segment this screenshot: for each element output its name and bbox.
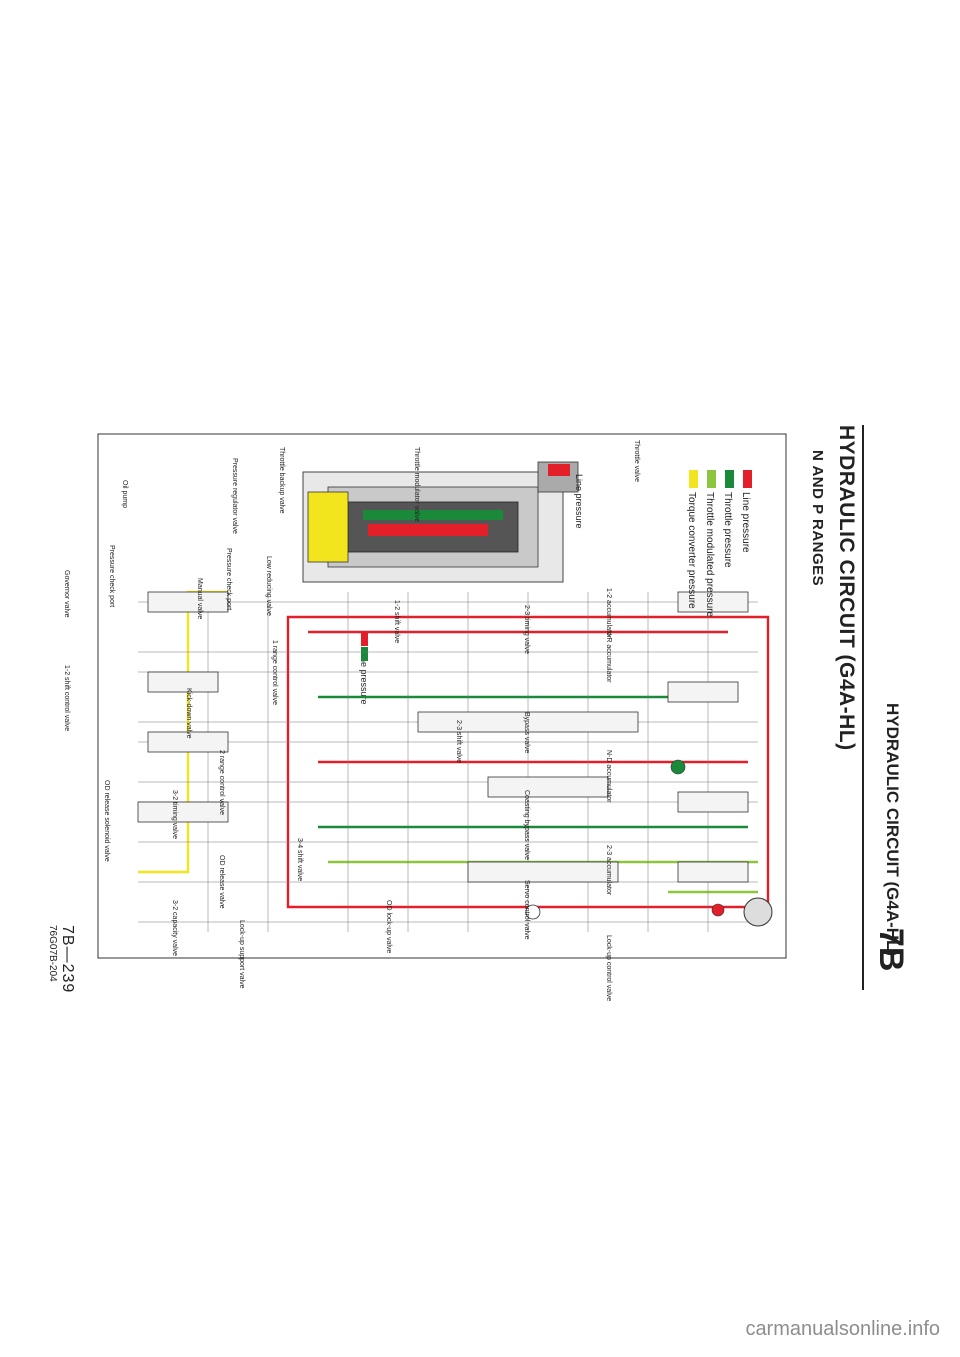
label-throttle-backup-valve: Throttle backup valve: [278, 447, 285, 514]
legend-swatch-line: [361, 632, 368, 646]
legend-torque-converter: Torque converter pressure: [686, 470, 698, 609]
label-2-3-timing-valve: 2-3 timing valve: [523, 605, 530, 655]
label-1-2-shift-control-valve: 1-2 shift control valve: [63, 665, 70, 732]
pressure-check-port-white: [525, 904, 541, 920]
label-lockup-support-valve: Lock-up support valve: [238, 920, 245, 989]
transmission-cutaway: [302, 461, 579, 583]
section-badge: 7B: [872, 928, 910, 972]
pressure-check-port-red: [711, 903, 725, 917]
watermark: carmanualsonline.info: [745, 1318, 940, 1340]
diagram-frame: [97, 433, 787, 959]
running-title: HYDRAULIC CIRCUIT (G4A-HL): [883, 703, 902, 957]
pressure-check-port-green: [670, 759, 686, 775]
label-kick-down-valve: Kick-down valve: [185, 688, 192, 739]
label-1-range-control-valve: 1 range control valve: [271, 640, 278, 705]
oil-pump: [743, 897, 773, 927]
label-n-d-accumulator: N-D accumulator: [605, 750, 612, 803]
label-governor-valve: Governor valve: [63, 570, 70, 618]
header-rule: [862, 425, 864, 990]
pressure-lines: [138, 590, 770, 909]
label-oil-pump: Oil pump: [121, 480, 128, 509]
legend-throttle-modulated: Throttle modulated pressure: [704, 470, 716, 617]
page-number: 7B—239: [59, 925, 76, 994]
label-od-release-solenoid-valve: OD release solenoid valve: [103, 780, 110, 862]
label-n-r-accumulator: N-R accumulator: [605, 630, 612, 683]
hydraulic-circuit-diagram: Line pressure: [97, 433, 787, 959]
legend-label-line: Line pressure: [359, 650, 369, 705]
label-pressure-check-port-b: Pressure check port: [108, 545, 115, 608]
label-bypass-valve: Bypass valve: [523, 712, 530, 754]
label-throttle-valve: Throttle valve: [633, 440, 640, 483]
label-1-2-shift-valve: 1-2 shift valve: [393, 600, 400, 644]
label-od-release-valve: OD release valve: [218, 855, 225, 909]
legend: Line pressure: [359, 632, 369, 705]
label-2-3-accumulator: 2-3 accumulator: [605, 845, 612, 896]
label-pressure-check-port-a: Pressure check port: [225, 548, 232, 611]
legend-swatch-throttle: [361, 647, 368, 661]
page-title: HYDRAULIC CIRCUIT (G4A-HL): [835, 425, 858, 751]
legend-swatch-line-pressure: [548, 464, 570, 476]
label-3-2-capacity-valve: 3-2 capacity valve: [171, 900, 178, 957]
figure-code: 76G07B-204: [47, 925, 58, 982]
legend-rotated: Line pressure: [548, 464, 584, 529]
label-2-3-shift-valve: 2-3 shift valve: [455, 720, 462, 764]
legend-label-line-pressure: Line pressure: [574, 474, 584, 529]
label-od-lockup-valve: OD lock-up valve: [385, 900, 392, 954]
label-3-2-timing-valve: 3-2 timing valve: [171, 790, 178, 840]
valve-spools: [137, 591, 749, 883]
label-throttle-modulator-valve: Throttle modulator valve: [413, 447, 420, 523]
label-3-4-shift-valve: 3-4 shift valve: [296, 838, 303, 882]
legend-line-pressure: Line pressure: [740, 470, 752, 553]
label-low-reducing-valve: Low reducing valve: [265, 556, 272, 616]
legend-throttle-pressure: Throttle pressure: [722, 470, 734, 568]
label-coasting-bypass-valve: Coasting bypass valve: [523, 790, 530, 861]
label-pressure-regulator-valve: Pressure regulator valve: [231, 458, 238, 534]
label-lockup-control-valve: Lock-up control valve: [605, 935, 612, 1002]
label-servo-control-valve: Servo control valve: [523, 880, 530, 940]
page-subtitle: N AND P RANGES: [809, 450, 826, 587]
label-manual-valve: Manual valve: [196, 578, 203, 620]
label-2-range-control-valve: 2 range control valve: [218, 750, 225, 815]
